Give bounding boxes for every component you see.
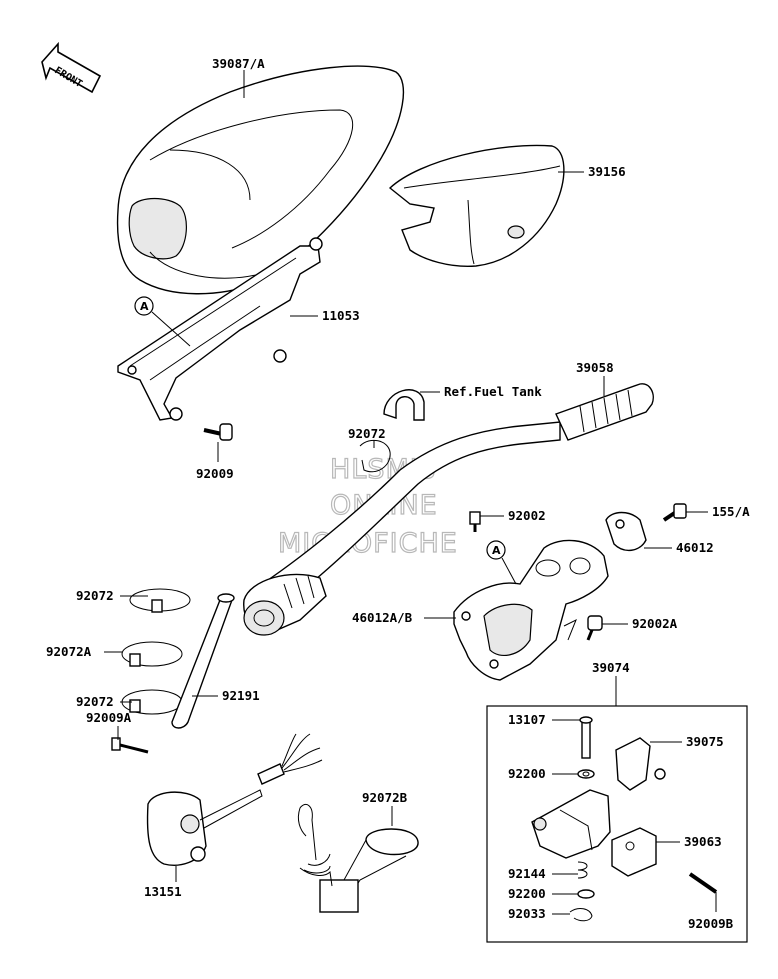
leader-lines [104,70,717,915]
clamp-92072A-illustration [121,641,183,667]
handlebar-part-illustration [243,383,654,636]
clamp-92072-left-1-illustration [129,588,191,613]
throttle-case-part-illustration [453,539,609,681]
callout-a-top-text: A [140,300,149,313]
label-11053: 11053 [322,308,360,323]
label-92072-left-2: 92072 [76,694,114,709]
label-39156: 39156 [588,164,626,179]
label-92200-lower: 92200 [508,886,546,901]
subassembly-box [486,705,748,943]
label-39087A: 39087/A [212,56,265,71]
seat-part-illustration [116,65,405,295]
label-155A: 155/A [712,504,750,519]
part-labels: 39087/A 39156 11053 92009 Ref.Fuel Tank … [46,56,750,931]
seat-cover-part-illustration [388,144,565,268]
bracket-part-illustration [117,237,323,421]
callout-a-top: A [134,296,191,347]
label-92200-upper: 92200 [508,766,546,781]
holder-46012-hole [615,519,625,529]
bolt-92009-illustration [203,423,233,441]
label-92144: 92144 [508,866,546,881]
subassembly-parts-illustration [531,716,718,922]
callout-a-throttle-text: A [492,544,501,557]
label-13107: 13107 [508,712,546,727]
label-92191: 92191 [222,688,260,703]
label-92009B: 92009B [688,916,734,931]
label-92072B: 92072B [362,790,408,805]
label-46012AB: 46012A/B [352,610,413,625]
label-92072-top: 92072 [348,426,386,441]
front-arrow-badge: FRONT [41,41,102,94]
label-13151: 13151 [144,884,182,899]
hose-92191-illustration [171,599,233,729]
callout-a-throttle: A [486,540,517,585]
label-92009: 92009 [196,466,234,481]
label-92002: 92002 [508,508,546,523]
label-92002A: 92002A [632,616,678,631]
ref-fuel-tank-hose-illustration [383,389,425,421]
holder-46012-illustration [605,511,647,551]
switch-13151-illustration [111,733,323,866]
label-39075: 39075 [686,734,724,749]
label-92009A: 92009A [86,710,132,725]
label-92033: 92033 [508,906,546,921]
label-46012: 46012 [676,540,714,555]
clamp-92072-top-illustration [359,439,391,473]
label-39074: 39074 [592,660,630,675]
label-92072A: 92072A [46,644,92,659]
bolt-92002-illustration [469,511,481,532]
label-39058: 39058 [576,360,614,375]
lanyard-clip-illustration [297,804,419,913]
bolt-155A-illustration [662,503,687,522]
label-ref-fuel-tank: Ref.Fuel Tank [444,384,542,399]
bolt-92002A-illustration [586,615,603,641]
label-92072-left-1: 92072 [76,588,114,603]
label-39063: 39063 [684,834,722,849]
